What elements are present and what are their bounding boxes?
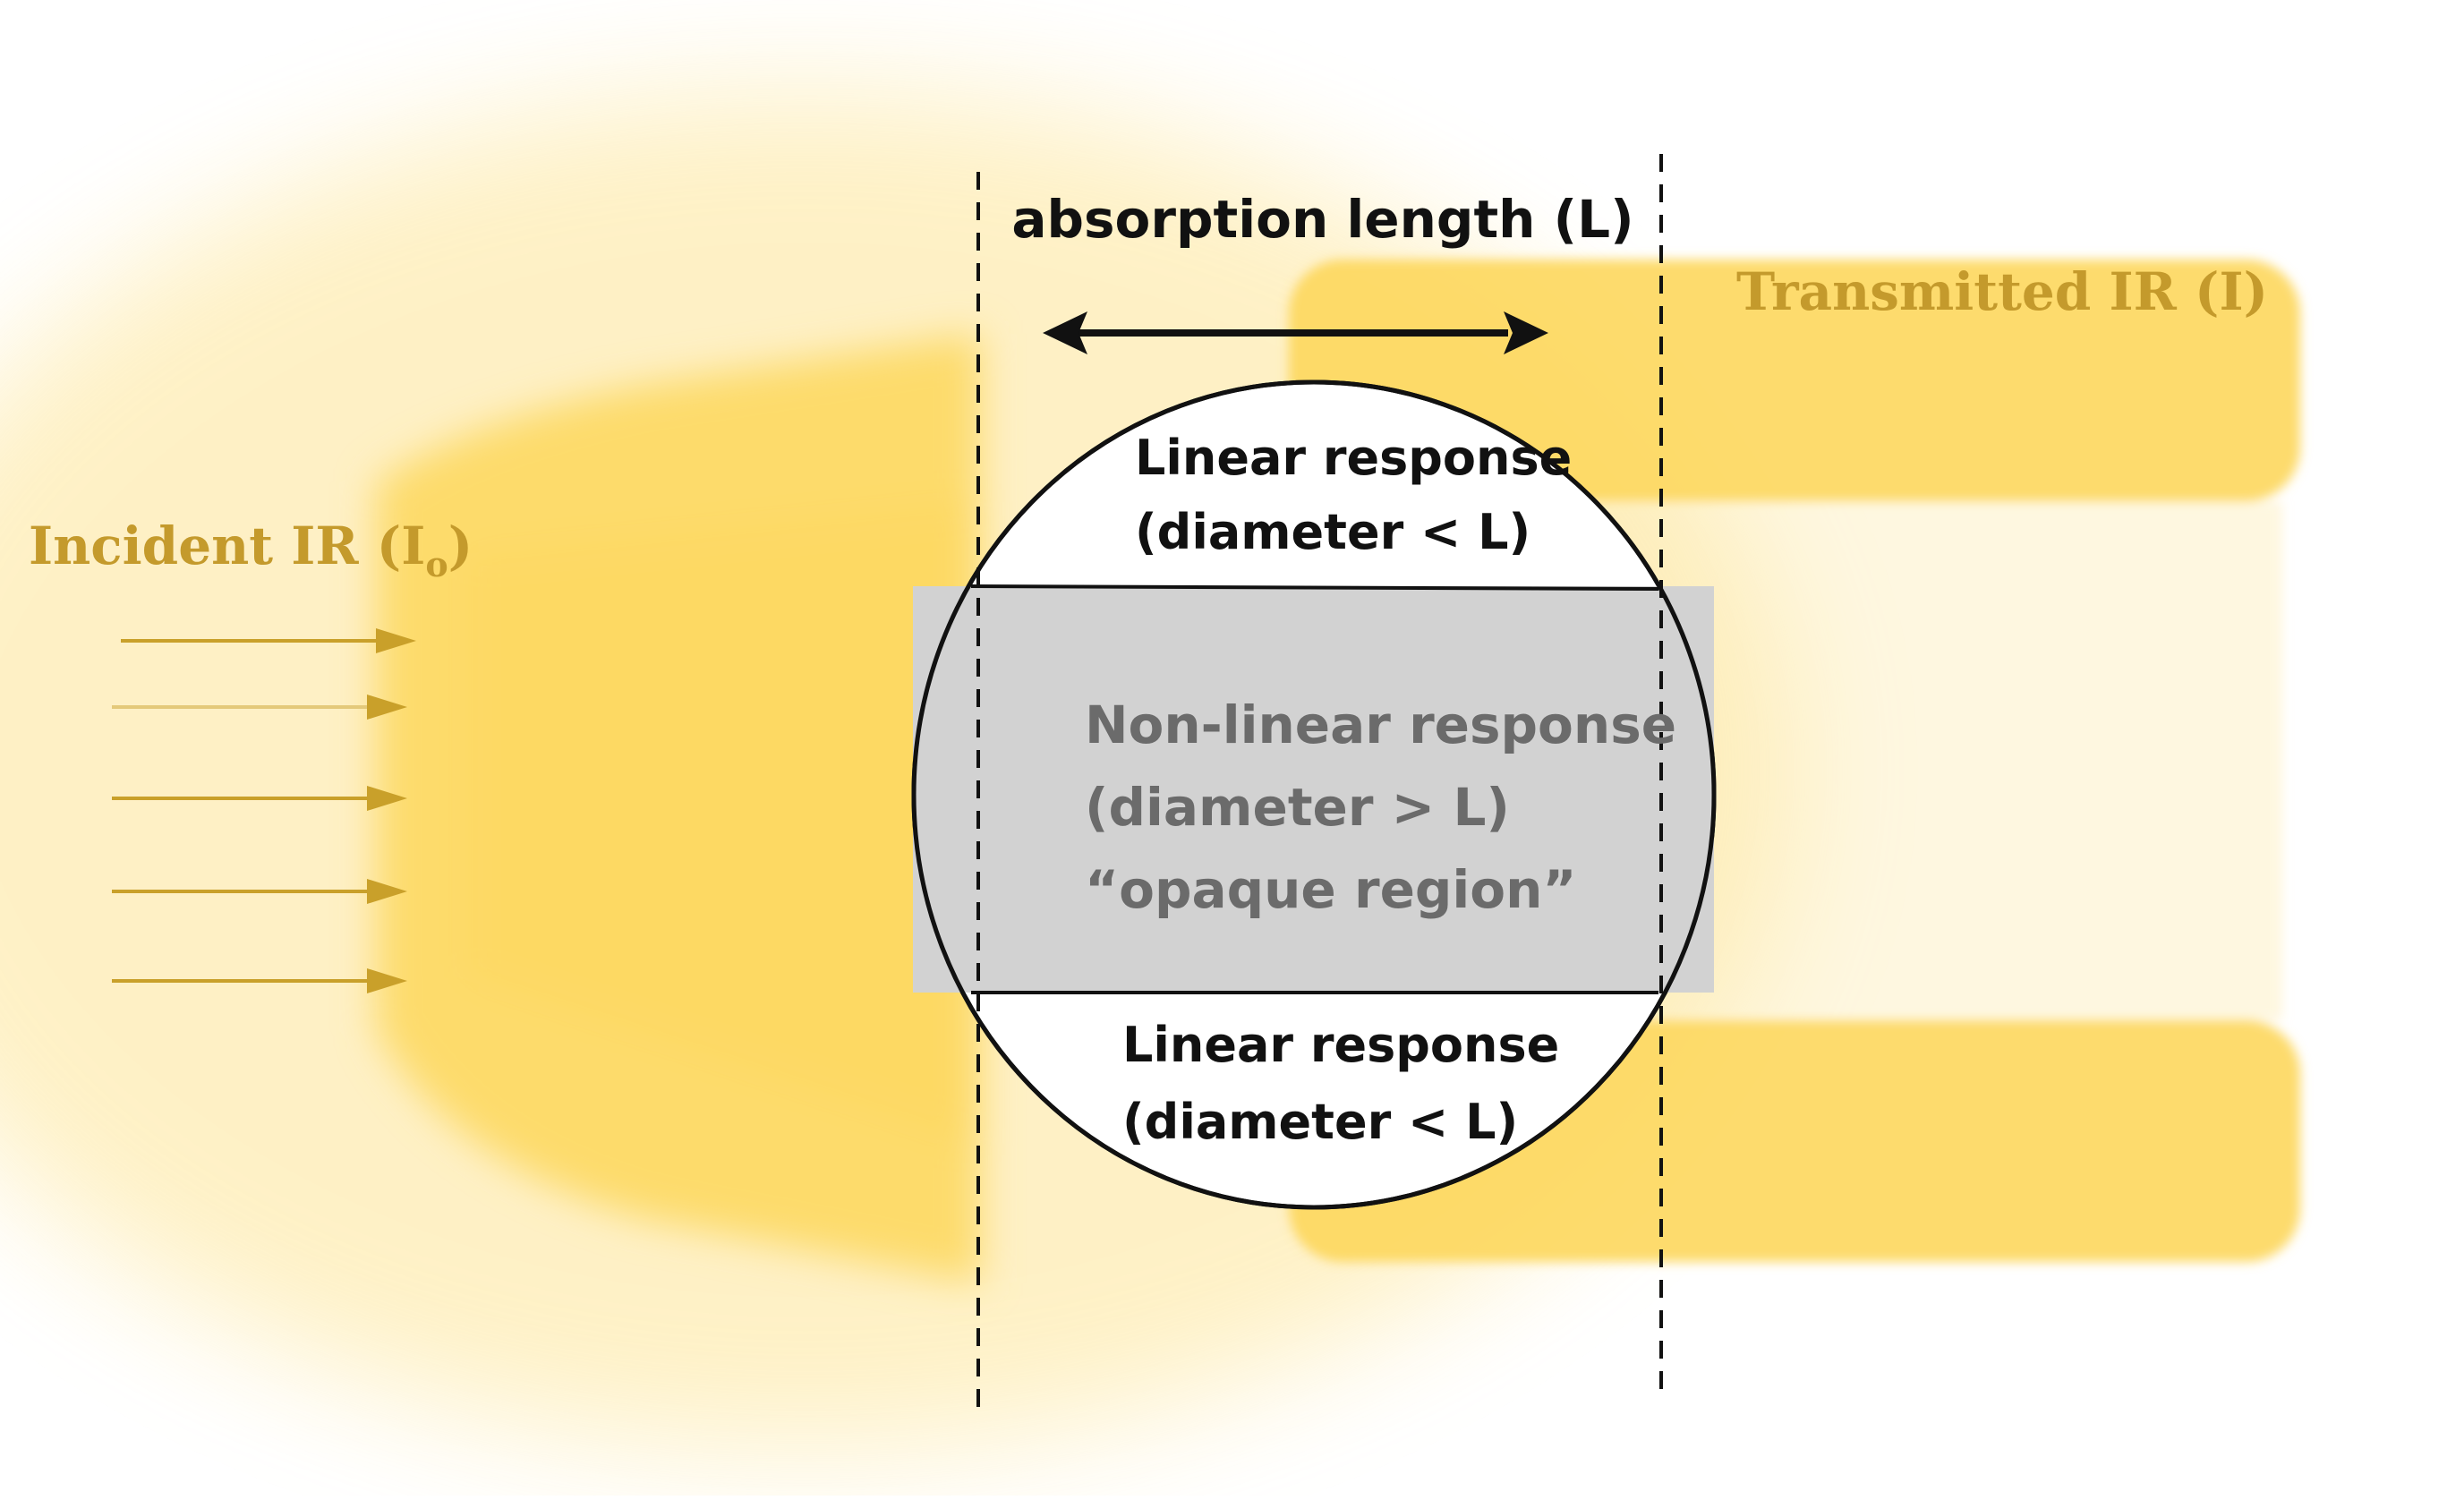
transmitted-label: Transmitted IR (I) [1736,261,2268,322]
incident-label: Incident IR (Io) [29,516,473,584]
arrow-right-icon [367,879,407,904]
bottom-region-line2: (diameter < L) [1122,1094,1518,1150]
incident-arrows [112,628,416,993]
double-arrow-icon [1043,311,1548,354]
arrow-right-icon [367,968,407,993]
middle-region-line2: (diameter > L) [1085,777,1510,838]
middle-region-line1: Non-linear response [1085,695,1676,755]
bottom-region-line1: Linear response [1122,1017,1559,1073]
opaque-region [913,586,1714,993]
middle-region-line3: “opaque region” [1085,859,1577,920]
arrow-right-icon [367,786,407,811]
arrow-right-icon [367,695,407,720]
upper-boundary-line [970,584,1659,591]
particle [911,379,1717,1210]
arrow-right-icon [376,628,416,653]
top-region-line2: (diameter < L) [1135,504,1530,560]
incident-beam [376,333,980,1283]
absorption-length-label: absorption length (L) [1011,189,1633,250]
top-region-line1: Linear response [1135,430,1572,486]
